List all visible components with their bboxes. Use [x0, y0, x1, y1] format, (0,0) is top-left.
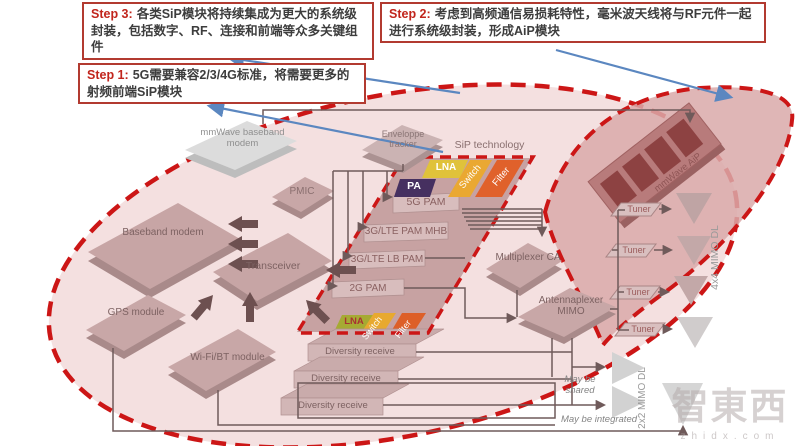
step1-callout: Step 1:5G需要兼容2/3/4G标准，将需要更多的射频前端SiP模块 — [78, 63, 366, 104]
antenna-big — [662, 383, 703, 425]
watermark-logo: 智東西 — [671, 386, 789, 427]
aip-dashed-region — [542, 85, 795, 349]
filter-chip — [475, 160, 524, 197]
module-platforms — [86, 121, 616, 399]
pmic-platform — [272, 177, 334, 212]
transceiver-platform — [213, 233, 332, 301]
sip-dashed-outline — [293, 155, 537, 335]
baseband-platform — [88, 203, 240, 289]
step2-callout: Step 2:考虑到高频通信易损耗特性，毫米波天线将与RF元件一起进行系统级封装… — [380, 2, 766, 43]
watermark: 智東西 zhidx.com — [660, 376, 800, 442]
block-arrows — [190, 216, 356, 325]
step2-text: 考虑到高频通信易损耗特性，毫米波天线将与RF元件一起进行系统级封装，形成AiP模… — [389, 7, 752, 38]
step3-text: 各类SiP模块将持续集成为更大的系统级封装，包括数字、RF、连接和前端等众多关键… — [91, 7, 358, 54]
antennaplexer-platform — [518, 288, 616, 337]
antenna-down-4 — [677, 317, 713, 348]
antenna-down-1 — [676, 193, 712, 224]
envelope-platform — [362, 125, 443, 166]
step1-text: 5G需要兼容2/3/4G标准，将需要更多的射频前端SiP模块 — [87, 68, 350, 99]
antenna-down-2 — [677, 236, 711, 265]
sip-layer-bars — [331, 192, 460, 299]
step3-callout: Step 3:各类SiP模块将持续集成为更大的系统级封装，包括数字、RF、连接和… — [82, 2, 374, 60]
step3-label: Step 3: — [91, 7, 133, 21]
multiplexer-platform — [486, 243, 562, 288]
step2-label: Step 2: — [389, 7, 431, 21]
antenna-right-1 — [612, 352, 645, 384]
gps-platform — [86, 295, 186, 351]
step1-label: Step 1: — [87, 68, 129, 82]
antenna-down-3 — [674, 276, 708, 305]
antenna-right-2 — [612, 386, 645, 418]
arrow-from-step2 — [555, 48, 734, 102]
wifi-platform — [168, 329, 276, 391]
mmwave-baseband-platform — [185, 121, 297, 170]
sip-top-chips — [394, 160, 524, 197]
connector-lines — [112, 109, 696, 436]
arrow-to-step1 — [206, 100, 444, 154]
may-be-integrated-box — [297, 382, 556, 419]
switch-chip — [448, 160, 492, 197]
watermark-site: zhidx.com — [680, 431, 780, 442]
antenna-triangles — [612, 193, 713, 425]
lna-chip — [422, 160, 468, 178]
pa-chip — [394, 179, 436, 197]
tuner-chips — [604, 202, 667, 337]
